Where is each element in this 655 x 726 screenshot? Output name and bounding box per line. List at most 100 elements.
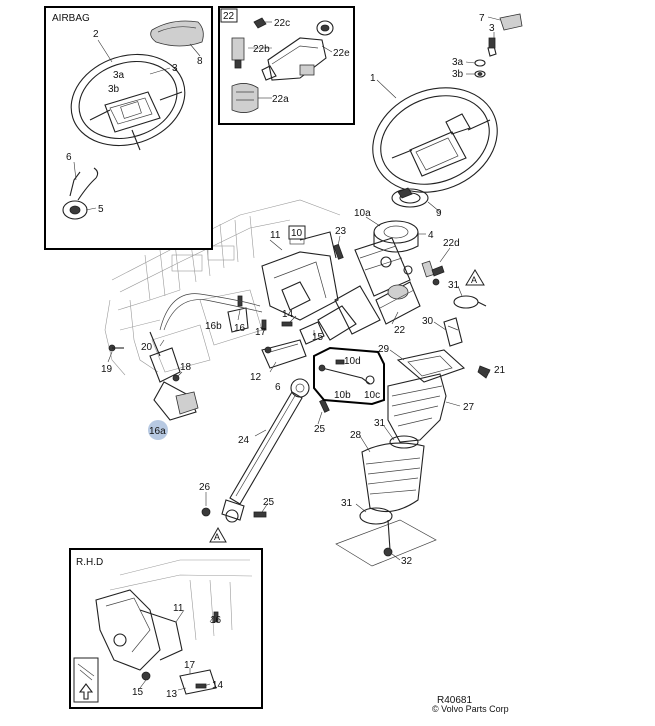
label-8: 8: [197, 56, 203, 67]
label-3a: 3a: [452, 57, 464, 68]
clip-19: [108, 344, 124, 352]
label-10c: 10c: [364, 390, 380, 401]
bracket-30: [443, 317, 463, 347]
label-1: 1: [370, 73, 376, 84]
label-26: 26: [199, 482, 211, 493]
label-7: 7: [479, 13, 485, 24]
airbag-module: [150, 20, 204, 47]
label-31-lower: 31: [341, 498, 353, 509]
marker-a-upper: A: [471, 275, 477, 285]
label-17: 17: [255, 327, 267, 338]
label-17-rhd: 17: [184, 660, 196, 671]
combination-switch: [373, 220, 419, 253]
copyright-notice: © Volvo Parts Corp: [432, 704, 509, 714]
label-3b-airbag: 3b: [108, 84, 120, 95]
bolt-17: [261, 319, 267, 331]
trim-plate-29: [396, 349, 466, 383]
rhd-panel: R.H.D 11 16 17 14 13: [69, 548, 263, 709]
label-2-airbag: 2: [93, 29, 99, 40]
label-16: 16: [234, 323, 246, 334]
contact-reel: [391, 187, 429, 208]
reference-marker-a-lower: A: [209, 526, 227, 543]
label-10-box: [288, 225, 306, 240]
rhd-column-assembly: [95, 589, 183, 671]
label-10: 10: [291, 228, 303, 239]
bolt-23: [333, 243, 344, 260]
label-22: 22: [394, 325, 406, 336]
label-11-rhd: 11: [173, 603, 184, 614]
ignition-lock-housing: [261, 20, 334, 81]
label-9: 9: [436, 208, 442, 219]
reference-marker-a-upper: A: [465, 269, 485, 286]
cable-16b: [159, 293, 263, 331]
label-11: 11: [270, 230, 281, 241]
label-25-upper: 25: [314, 424, 326, 435]
bolt-14: [281, 321, 293, 327]
gear-lever-base: [335, 519, 437, 567]
gear-boot-27: [387, 373, 447, 443]
label-16-rhd: 16: [210, 615, 222, 626]
label-32: 32: [401, 556, 413, 567]
bracket-11: [261, 229, 339, 321]
label-10a: 10a: [354, 208, 371, 219]
airbag-steering-wheel: [70, 53, 186, 151]
drawing-number: R40681: [437, 695, 472, 706]
bolt-25: [253, 398, 330, 518]
label-18: 18: [180, 362, 192, 373]
label-30: 30: [422, 316, 434, 327]
marker-a-lower: A: [214, 532, 220, 542]
label-22b: 22b: [253, 44, 270, 55]
label-31-mid: 31: [374, 418, 386, 429]
label-16b: 16b: [205, 321, 222, 332]
label-31-upper: 31: [448, 280, 460, 291]
label-22c: 22c: [274, 18, 290, 29]
steering-wheel: [372, 87, 498, 193]
clamp-31-upper: [453, 295, 487, 309]
label-16a: 16a: [149, 426, 166, 437]
label-23: 23: [335, 226, 347, 237]
label-24: 24: [238, 435, 250, 446]
label-3b: 3b: [452, 69, 464, 80]
airbag-panel: AIRBAG 2 3 3a 3b 8 6: [44, 6, 213, 250]
switch-panel-title: 22: [223, 11, 235, 22]
label-15-rhd: 15: [132, 687, 144, 698]
label-13-rhd: 13: [166, 689, 178, 700]
label-28: 28: [350, 430, 362, 441]
dashboard-outline: [104, 199, 341, 376]
label-5: 5: [98, 204, 104, 215]
label-4: 4: [428, 230, 434, 241]
front-direction-icon: [73, 657, 99, 703]
horn-pad-cover: [499, 13, 523, 31]
clamp-31-lower: [359, 507, 393, 525]
label-25-lower: 25: [263, 497, 275, 508]
label-3a-airbag: 3a: [113, 70, 125, 81]
label-14: 14: [282, 309, 294, 320]
detail-box-10: 10d 10b 10c: [313, 346, 385, 406]
bearing-15: [299, 321, 325, 345]
rhd-bracket-17: [179, 669, 217, 695]
label-6: 6: [66, 152, 72, 163]
ignition-switch-panel: 22 22c 22b 22e 22a: [218, 6, 355, 125]
airbag-panel-title: AIRBAG: [52, 13, 90, 24]
label-6-shaft: 6: [275, 382, 281, 393]
gear-boot-28: [361, 442, 425, 513]
clamp-31-mid: [389, 435, 419, 449]
label-3-airbag: 3: [172, 63, 178, 74]
pedal-assembly: [149, 331, 199, 421]
label-15: 15: [312, 332, 324, 343]
steering-wheel-bolt: [474, 37, 497, 78]
label-14-rhd: 14: [212, 680, 224, 691]
label-3: 3: [489, 23, 495, 34]
rhd-panel-title: R.H.D: [76, 557, 103, 568]
bracket-12: [261, 339, 307, 369]
steering-column-upper: [317, 237, 413, 341]
label-10d: 10d: [344, 356, 361, 367]
label-19: 19: [101, 364, 113, 375]
clock-spring: [62, 167, 99, 220]
label-21: 21: [494, 365, 506, 376]
label-22a: 22a: [272, 94, 289, 105]
ignition-key-switch-22d: [421, 260, 445, 286]
intermediate-shaft: [221, 378, 310, 523]
label-20: 20: [141, 342, 153, 353]
